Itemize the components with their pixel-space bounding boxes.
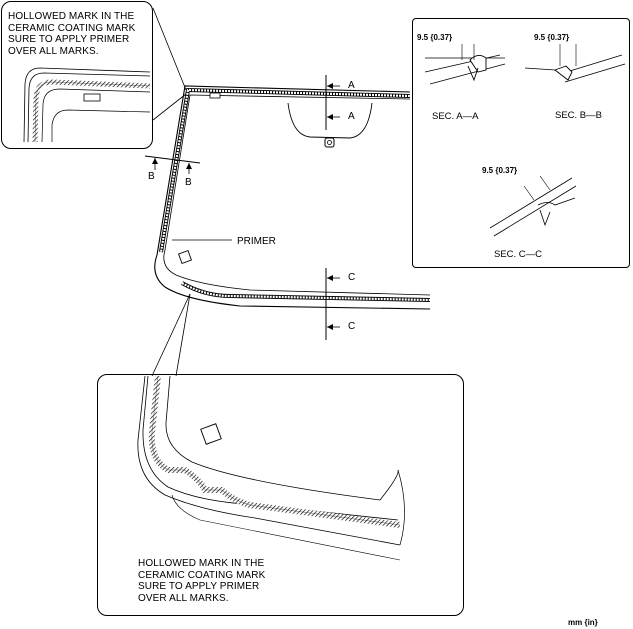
section-b-line: [144, 155, 201, 164]
section-b-dimension: 9.5 {0.37}: [534, 33, 570, 42]
ceramic-edge-line: [163, 94, 431, 296]
section-b-label-right: B: [185, 177, 192, 188]
section-a-drawing: [424, 44, 506, 85]
sensor-area-outline: [287, 102, 373, 139]
detail-top-left-drawing: [23, 67, 151, 143]
detail-callout-bottom: [97, 374, 464, 616]
hollowed-mark-top: [209, 92, 221, 99]
units-label: mm {in}: [568, 618, 598, 627]
hollowed-mark-corner: [178, 250, 192, 264]
primer-label: PRIMER: [237, 236, 276, 247]
windshield-outline: [154, 85, 431, 310]
section-c-dimension: 9.5 {0.37}: [482, 166, 518, 175]
section-views-panel: [412, 18, 630, 268]
section-c-label-top: C: [348, 272, 356, 283]
section-b-title: SEC. B—B: [555, 110, 602, 121]
section-c-label-bottom: C: [348, 321, 356, 332]
section-a-label-bottom: A: [348, 111, 355, 122]
section-a-title: SEC. A—A: [432, 111, 479, 122]
detail-bottom-drawing: [137, 375, 405, 561]
section-a-label-top: A: [348, 80, 355, 91]
bead-band-upper: [159, 87, 411, 253]
hollowed-mark-detail-top: [83, 93, 101, 102]
note-detail-top: HOLLOWED MARK IN THE CERAMIC COATING MAR…: [8, 11, 136, 57]
section-c-drawing: [489, 175, 577, 237]
hollowed-mark-detail-bottom: [200, 423, 222, 445]
section-b-drawing: [524, 44, 626, 83]
note-detail-bottom: HOLLOWED MARK IN THE CERAMIC COATING MAR…: [138, 558, 266, 604]
section-a-dimension: 9.5 {0.37}: [417, 33, 453, 42]
section-c-title: SEC. C—C: [494, 249, 543, 260]
detail-callout-top-left: [1, 1, 153, 149]
section-b-label-left: B: [148, 171, 155, 182]
mirror-base: [324, 137, 335, 148]
